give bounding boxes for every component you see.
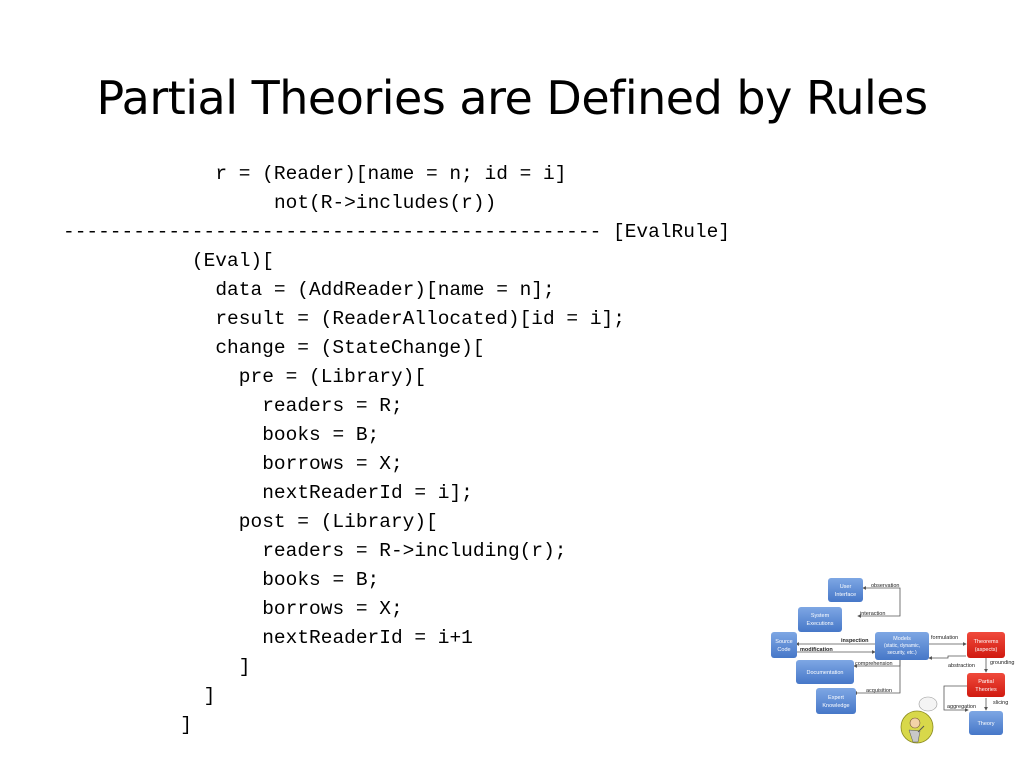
- node-theory: Theory: [969, 711, 1003, 735]
- svg-text:System: System: [811, 613, 830, 619]
- edge-label-comprehension: comprehension: [855, 661, 893, 667]
- thinking-person-icon: [900, 696, 938, 744]
- svg-text:(static, dynamic,: (static, dynamic,: [884, 643, 920, 649]
- svg-text:Source: Source: [775, 639, 792, 645]
- code-line: books = B;: [262, 424, 380, 446]
- code-line: ]: [180, 714, 192, 736]
- code-line: books = B;: [262, 569, 380, 591]
- code-line: r = (Reader)[name = n; id = i]: [215, 163, 567, 185]
- slide-title: Partial Theories are Defined by Rules: [96, 71, 928, 125]
- svg-text:Code: Code: [777, 647, 790, 653]
- node-expert-knowledge: Expert Knowledge: [816, 688, 856, 714]
- edge-label-interaction: interaction: [860, 611, 885, 617]
- edge-label-observation: observation: [871, 583, 899, 589]
- node-source-code: Source Code: [771, 632, 797, 658]
- svg-text:Documentation: Documentation: [807, 670, 844, 676]
- svg-text:Knowledge: Knowledge: [822, 703, 849, 709]
- node-documentation: Documentation: [796, 660, 854, 684]
- edge-label-slicing: slicing: [993, 700, 1008, 706]
- code-line: data = (AddReader)[name = n];: [215, 279, 555, 301]
- node-partial-theories: Partial Theories: [967, 673, 1005, 697]
- code-line: ]: [203, 685, 216, 707]
- code-line: pre = (Library)[: [238, 366, 427, 388]
- code-line: ----------------------------------------…: [63, 221, 731, 243]
- code-line: borrows = X;: [262, 453, 403, 475]
- node-system-executions: System Executions: [798, 607, 842, 632]
- edge-label-formulation: formulation: [931, 635, 958, 641]
- svg-text:(aspects): (aspects): [975, 647, 998, 653]
- svg-text:Theory: Theory: [977, 721, 994, 727]
- svg-text:Expert: Expert: [828, 695, 844, 701]
- edge-label-aggregation: aggregation: [947, 704, 976, 710]
- svg-text:Theorems: Theorems: [974, 639, 999, 645]
- code-line: readers = R->including(r);: [262, 540, 567, 562]
- edge-label-abstraction: abstraction: [948, 663, 975, 669]
- node-theorems: Theorems (aspects): [967, 632, 1005, 658]
- theory-diagram: User Interface System Executions Source …: [771, 578, 1014, 744]
- svg-text:Theories: Theories: [975, 687, 997, 693]
- svg-text:User: User: [840, 584, 852, 590]
- code-line: ]: [238, 656, 251, 678]
- edge-label-grounding: grounding: [990, 660, 1014, 666]
- svg-text:security, etc.): security, etc.): [887, 650, 917, 656]
- code-line: borrows = X;: [262, 598, 403, 620]
- svg-text:Interface: Interface: [835, 592, 856, 598]
- edge-label-inspection: inspection: [841, 638, 869, 644]
- node-user-interface: User Interface: [828, 578, 863, 602]
- edge-label-acquisition: acquisition: [866, 688, 892, 694]
- code-line: nextReaderId = i];: [262, 482, 473, 504]
- svg-text:Executions: Executions: [807, 621, 834, 627]
- code-line: readers = R;: [262, 395, 403, 417]
- svg-text:Partial: Partial: [978, 679, 994, 685]
- code-line: post = (Library)[: [238, 511, 438, 533]
- code-line: not(R->includes(r)): [273, 192, 497, 214]
- node-models: Models (static, dynamic, security, etc.): [875, 632, 929, 660]
- code-line: change = (StateChange)[: [215, 337, 485, 359]
- edge-label-modification: modification: [800, 647, 833, 653]
- code-line: (Eval)[: [191, 250, 274, 272]
- code-line: nextReaderId = i+1: [262, 627, 473, 649]
- code-line: result = (ReaderAllocated)[id = i];: [215, 308, 625, 330]
- svg-text:Models: Models: [893, 636, 911, 642]
